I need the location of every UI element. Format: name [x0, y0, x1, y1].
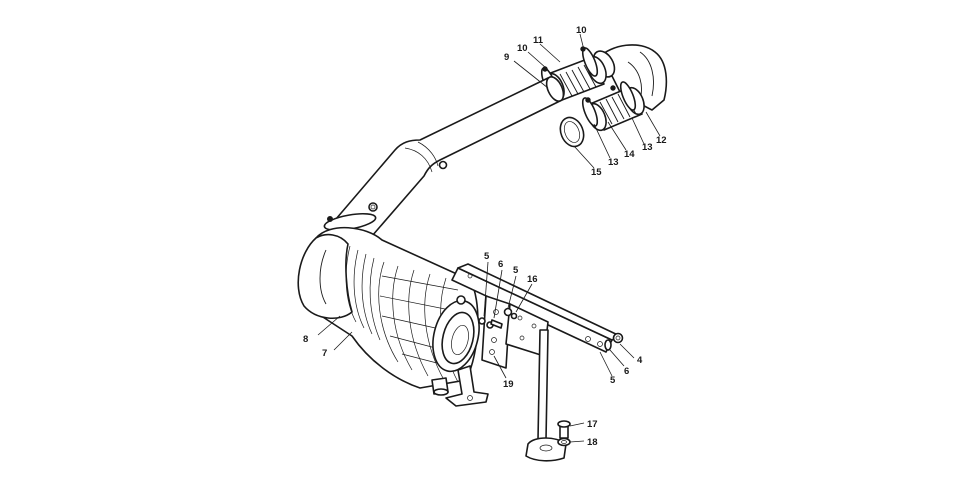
callout-9: 9	[504, 52, 509, 63]
hardware	[478, 307, 624, 447]
callout-11: 11	[533, 35, 544, 46]
callout-15: 15	[591, 167, 602, 178]
callout-5-right: 5	[610, 375, 616, 386]
callout-10-top: 10	[576, 25, 587, 36]
callout-13-left: 13	[608, 157, 619, 168]
intake-pipe	[329, 76, 565, 237]
support-post	[525, 329, 567, 462]
callout-12: 12	[656, 135, 667, 146]
callout-10-left: 10	[517, 43, 528, 54]
callout-labels: 10 11 10 9 12 13 14 13 15 5 6 5 16 8 7 1…	[303, 25, 667, 448]
callout-6-right: 6	[624, 366, 629, 377]
callout-7: 7	[322, 348, 327, 359]
air-cleaner	[297, 212, 480, 396]
callout-14: 14	[624, 149, 635, 160]
callout-17: 17	[587, 419, 598, 430]
callout-4: 4	[637, 355, 643, 366]
callout-16: 16	[527, 274, 538, 285]
leader-lines	[317, 33, 661, 443]
callout-5-top-left: 5	[484, 251, 490, 262]
callout-6-top: 6	[498, 259, 503, 270]
callout-19: 19	[503, 379, 514, 390]
cleaner-foot-bracket	[445, 365, 489, 407]
callout-5-top: 5	[513, 265, 519, 276]
lower-hose-assembly	[559, 81, 645, 148]
callout-13-right: 13	[642, 142, 653, 153]
callout-18: 18	[587, 437, 598, 448]
callout-8: 8	[303, 334, 308, 345]
